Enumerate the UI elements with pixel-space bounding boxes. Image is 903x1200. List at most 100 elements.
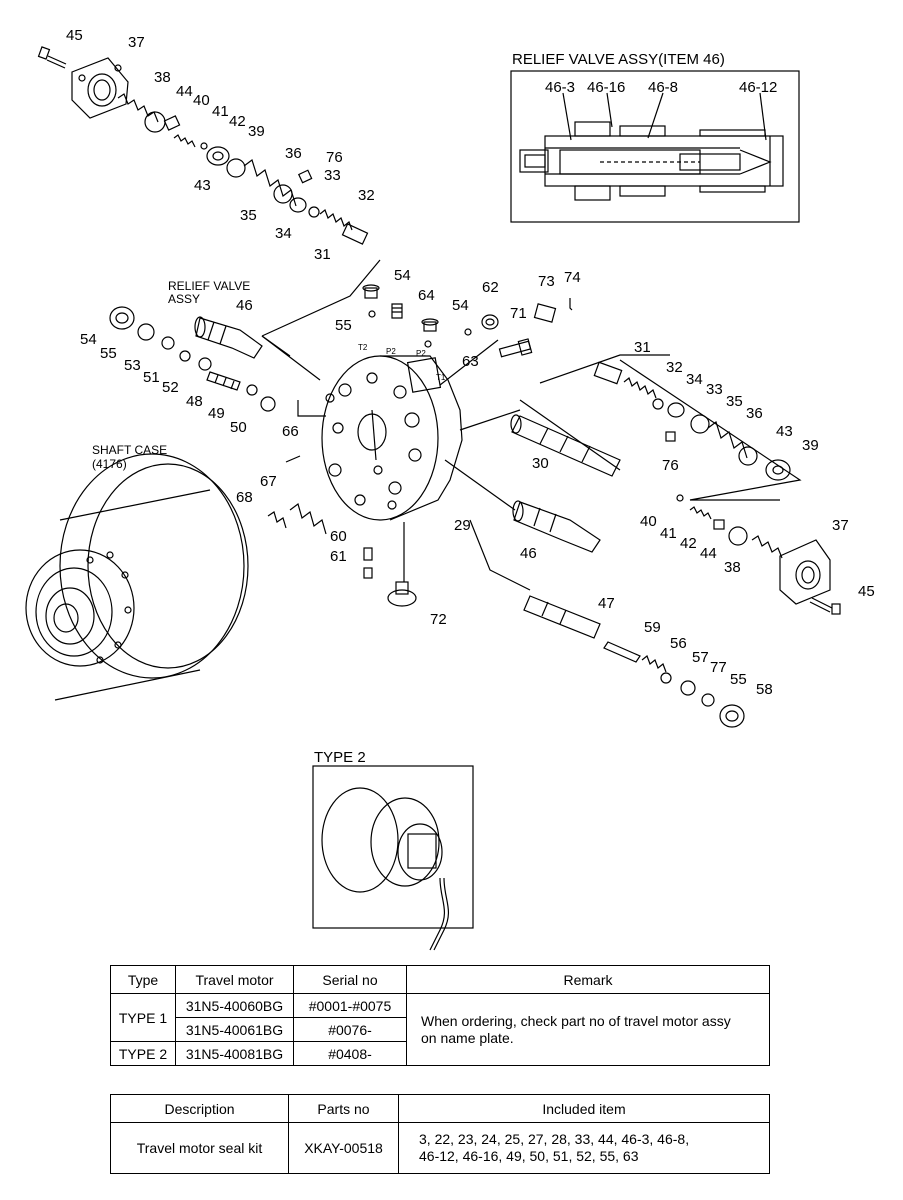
kit-included-items: 3, 22, 23, 24, 25, 27, 28, 33, 44, 46-3,… — [398, 1122, 770, 1174]
shaft-case-4176 — [25, 453, 249, 701]
callout-50: 50 — [230, 419, 247, 436]
plug-60 — [363, 547, 373, 561]
header-serial-no: Serial no — [293, 965, 407, 994]
plug-61 — [363, 567, 373, 579]
shaft-case-note-line2: (4176) — [92, 457, 127, 471]
seal-kit-table: Description Parts no Included item Trave… — [110, 1094, 770, 1174]
rivet-74 — [569, 298, 573, 311]
plug-76-top — [297, 169, 313, 184]
plug-42-right — [713, 519, 725, 530]
callout-45-right: 45 — [858, 583, 875, 600]
o-ring-55-a — [368, 310, 376, 318]
port-label-p2-b: P2 — [416, 349, 426, 358]
callout-71: 71 — [510, 305, 527, 322]
included-items-line-1: 3, 22, 23, 24, 25, 27, 28, 33, 44, 46-3,… — [419, 1131, 690, 1147]
o-ring-55-left — [137, 323, 155, 341]
spring-38-top — [117, 93, 159, 123]
o-ring-43-top — [226, 158, 246, 178]
plug-58 — [719, 704, 745, 728]
callout-37-top: 37 — [128, 34, 145, 51]
relief-inset-leaders — [562, 92, 767, 141]
callout-55-left: 55 — [100, 345, 117, 362]
relief-valve-46-right — [512, 500, 601, 553]
callout-39-top: 39 — [248, 123, 265, 140]
plug-64 — [391, 303, 403, 319]
table-row: Travel motor seal kit XKAY-00518 3, 22, … — [110, 1122, 770, 1174]
callout-54-a: 54 — [394, 267, 411, 284]
spool-30 — [510, 414, 621, 477]
callout-62: 62 — [482, 279, 499, 296]
motor-cell: 31N5-40060BG — [175, 993, 294, 1018]
header-included-item: Included item — [398, 1094, 770, 1123]
spring-36-right — [707, 421, 748, 459]
relief-label-46-16: 46-16 — [587, 79, 625, 96]
o-ring-35-top — [273, 184, 293, 204]
callout-34-right: 34 — [686, 371, 703, 388]
callout-53: 53 — [124, 357, 141, 374]
port-label-t2: T2 — [358, 343, 368, 352]
callout-32-top: 32 — [358, 187, 375, 204]
callout-39-right: 39 — [802, 437, 819, 454]
motor-cell: 31N5-40061BG — [175, 1017, 294, 1042]
callout-52: 52 — [162, 379, 179, 396]
plug-54-a — [362, 284, 380, 299]
motor-cell: 31N5-40081BG — [175, 1041, 294, 1066]
type-table: Type Travel motor Serial no Remark TYPE … — [110, 965, 770, 1066]
spring-38-right — [751, 535, 783, 559]
plug-76-right — [665, 431, 676, 442]
o-ring-49 — [246, 384, 258, 396]
callout-60: 60 — [330, 528, 347, 545]
relief-label-46-8: 46-8 — [648, 79, 678, 96]
ball-42-top — [200, 142, 208, 150]
relief-box-title: RELIEF VALVE ASSY(ITEM 46) — [512, 51, 725, 68]
ball-40-right — [676, 494, 684, 502]
type-cell: TYPE 1 — [110, 993, 176, 1042]
o-ring-44-right — [728, 526, 748, 546]
callout-38-top: 38 — [154, 69, 171, 86]
callout-48: 48 — [186, 393, 203, 410]
relief-label-46-3: 46-3 — [545, 79, 575, 96]
callout-49: 49 — [208, 405, 225, 422]
relief-valve-46-left — [194, 316, 263, 359]
callout-29: 29 — [454, 517, 471, 534]
o-ring-55-right — [701, 693, 715, 707]
spring-56 — [641, 655, 667, 673]
o-ring-51 — [179, 350, 191, 362]
plug-31-right — [593, 361, 623, 385]
callout-61: 61 — [330, 548, 347, 565]
callout-40-top: 40 — [193, 92, 210, 109]
kit-table-header: Description Parts no Included item — [110, 1094, 770, 1123]
callout-35-right: 35 — [726, 393, 743, 410]
callout-54-b: 54 — [452, 297, 469, 314]
callout-32-right: 32 — [666, 359, 683, 376]
valve-body-29 — [321, 355, 463, 521]
callout-36-top: 36 — [285, 145, 302, 162]
assembly-leader-lines — [261, 259, 802, 591]
callout-42-right: 42 — [680, 535, 697, 552]
spring-67 — [289, 502, 327, 535]
callout-59: 59 — [644, 619, 661, 636]
callout-41-right: 41 — [660, 525, 677, 542]
plug-39-right — [765, 459, 791, 481]
callout-58: 58 — [756, 681, 773, 698]
o-ring-57 — [660, 672, 672, 684]
plug-72 — [387, 581, 417, 607]
plug-33-top — [289, 197, 307, 213]
type-cell: TYPE 2 — [110, 1041, 176, 1066]
callout-76-top: 76 — [326, 149, 343, 166]
callout-72: 72 — [430, 611, 447, 628]
remark-line-1: When ordering, check part no of travel m… — [421, 1012, 731, 1029]
header-description: Description — [110, 1094, 289, 1123]
callout-73: 73 — [538, 273, 555, 290]
o-ring-53 — [161, 336, 175, 350]
plug-54-left — [109, 306, 135, 330]
callout-43-right: 43 — [776, 423, 793, 440]
callout-30: 30 — [532, 455, 549, 472]
callout-56: 56 — [670, 635, 687, 652]
plug-39-top — [206, 146, 230, 166]
relief-label-46-12: 46-12 — [739, 79, 777, 96]
pin-59 — [603, 641, 641, 663]
callout-64: 64 — [418, 287, 435, 304]
shaft-case-note-line1: SHAFT CASE — [92, 443, 167, 457]
